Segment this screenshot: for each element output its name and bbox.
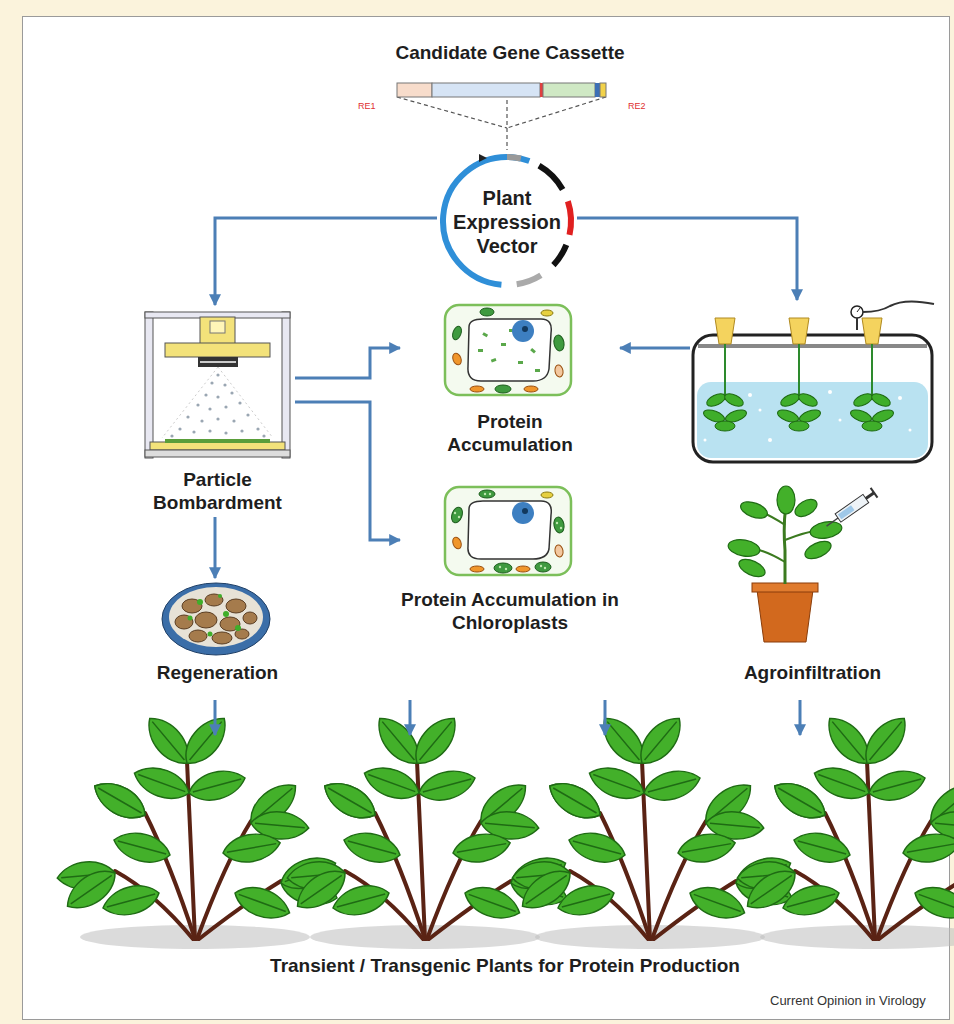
source-credit: Current Opinion in Virology <box>770 993 926 1008</box>
agroinfiltration-node: Agroinfiltration <box>690 300 935 700</box>
flow-arrow <box>214 700 217 735</box>
gene-cassette-bar <box>370 81 650 101</box>
petri-dish-calli <box>140 578 295 660</box>
node-label: Candidate Gene Cassette <box>370 42 650 65</box>
flow-arrow <box>214 517 217 578</box>
flow-arrow <box>577 218 797 300</box>
plant-cell <box>443 303 573 398</box>
node-label: Protein Accumulation <box>430 411 590 457</box>
flow-arrow <box>215 218 437 305</box>
flow-arrow <box>620 347 690 350</box>
node-label: Agroinfiltration <box>690 662 935 685</box>
chloroplast-cell-node: Protein Accumulation in Chloroplasts <box>400 485 620 700</box>
plants-node: Transient / Transgenic Plants for Protei… <box>60 735 950 985</box>
flow-arrow <box>799 700 802 735</box>
flow-arrow <box>295 348 400 378</box>
restriction-site-label: RE1 <box>358 101 376 111</box>
cassette-node: Candidate Gene Cassette <box>370 38 650 100</box>
node-label: Plant Expression Vector <box>447 186 567 258</box>
leader-line <box>397 97 507 128</box>
node-label: Protein Accumulation in Chloroplasts <box>395 589 625 635</box>
plant-cell <box>443 485 573 580</box>
restriction-site-label: RE2 <box>628 101 646 111</box>
leader-line <box>507 97 606 128</box>
node-label: Regeneration <box>140 662 295 685</box>
node-label: Particle Bombardment <box>140 469 295 515</box>
regeneration-node: Regeneration <box>140 578 295 700</box>
agroinfiltration-illustration <box>690 300 935 645</box>
bombardment-node: Particle Bombardment <box>140 305 295 517</box>
vector-circle: Plant Expression Vector <box>437 150 577 292</box>
flow-arrow <box>604 700 607 735</box>
plant-row <box>60 735 950 950</box>
cell-node: Protein Accumulation <box>400 303 620 470</box>
flow-arrow <box>295 402 400 540</box>
node-label: Transient / Transgenic Plants for Protei… <box>60 955 950 978</box>
dashed-connector <box>506 100 507 150</box>
flow-arrow <box>409 700 412 735</box>
gene-gun-illustration <box>140 305 295 465</box>
